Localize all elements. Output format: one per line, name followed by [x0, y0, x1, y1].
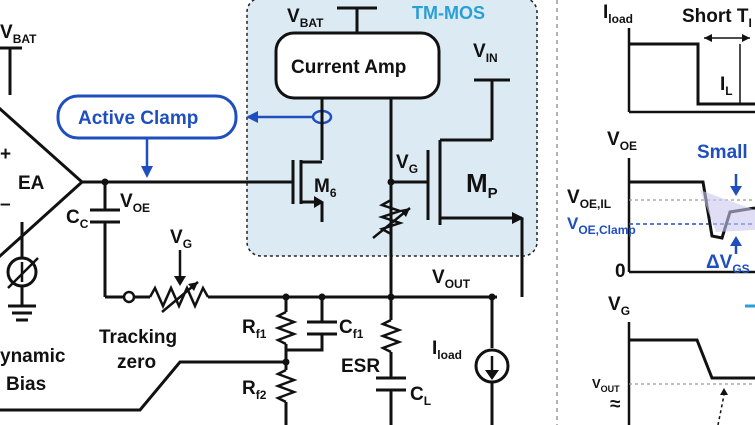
vbat-left-label: VBAT [0, 22, 37, 46]
wave-vg-title: VG [608, 294, 630, 318]
m6-label: M6 [314, 176, 337, 200]
wave-voe-title: VOE [607, 129, 637, 153]
tm-mos-label: TM-MOS [412, 3, 485, 23]
active-clamp-label: Active Clamp [78, 108, 198, 129]
cl-label: CL [410, 384, 431, 408]
svg-text:+: + [0, 144, 11, 165]
vg-tracking-label: VG [170, 227, 192, 251]
zero-label: zero [117, 352, 156, 373]
wave-voe-clamp-label: VOE,Clamp [567, 214, 636, 237]
tracking-label: Tracking [99, 327, 177, 348]
wave-il-label: IL [720, 74, 733, 98]
wave-approx-label: ≈ [610, 394, 621, 415]
rf1-label: Rf1 [242, 317, 267, 341]
dynamic-label: ynamic [0, 346, 66, 367]
wave-voe-il-label: VOE,IL [567, 187, 611, 211]
wave-iload-title: Iload [603, 2, 633, 26]
vg-label: VG [396, 152, 418, 176]
svg-text:–: – [0, 194, 11, 215]
vbat-top-label: VBAT [287, 6, 324, 30]
wave-zero-label: 0 [615, 261, 626, 282]
cf1-label: Cf1 [339, 317, 364, 341]
wave-small-label: Small [697, 142, 748, 163]
cc-label: CC [66, 207, 89, 231]
ea-label: EA [18, 173, 45, 194]
vin-label: VIN [473, 41, 498, 65]
iload-label: Iload [432, 338, 462, 362]
esr-label: ESR [341, 356, 380, 377]
wave-short-label: Short TI [682, 6, 752, 30]
error-amplifier [0, 106, 85, 258]
rf2-label: Rf2 [242, 378, 267, 402]
vout-label: VOUT [432, 267, 471, 291]
wave-vout-axis-label: VOUT [592, 376, 620, 394]
voe-label: VOE [120, 191, 150, 215]
current-amp-label: Current Amp [291, 57, 406, 78]
bias-label: Bias [6, 374, 46, 395]
wave-dvgs-label: ΔVGS [706, 252, 750, 276]
mp-label: MP [466, 168, 498, 202]
current-amp-box [274, 31, 441, 100]
